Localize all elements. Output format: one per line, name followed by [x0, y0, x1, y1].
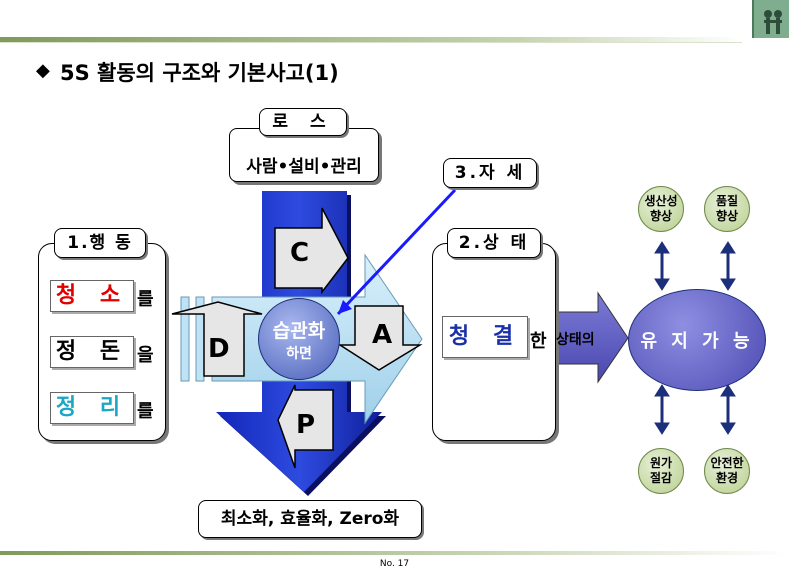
cycle-p-label: P — [296, 410, 316, 440]
result-productivity: 생산성 향상 — [638, 186, 684, 232]
habit-circle: 습관화 하면 — [258, 298, 340, 380]
c-arrow — [274, 207, 349, 295]
header-bar — [0, 37, 742, 42]
d-arrow — [171, 301, 263, 377]
loss-box: 사람•설비•관리 — [229, 128, 379, 182]
loss-label: 로 스 — [259, 108, 347, 136]
attitude-label: 3.자 세 — [443, 158, 537, 188]
page-title: 5S 활동의 구조와 기본사고(1) — [60, 61, 339, 85]
p-arrow — [277, 384, 334, 469]
action-item-clean-suffix: 를 — [137, 289, 154, 310]
result-safety-text: 안전한 환경 — [710, 456, 744, 485]
cycle-c-label: C — [290, 238, 310, 268]
maintain-ellipse: 유 지 가 능 — [628, 289, 766, 391]
a-arrow — [337, 305, 423, 371]
habit-line1: 습관화 — [272, 319, 326, 342]
action-item-sort: 정 리 — [50, 392, 134, 424]
page-number: No. 17 — [379, 559, 410, 569]
state-word: 청 결 — [442, 316, 528, 358]
loss-sub: 사람•설비•관리 — [246, 157, 362, 177]
result-arrows — [654, 241, 736, 435]
result-quality-text: 품질 향상 — [715, 194, 739, 223]
footer-bar — [0, 551, 789, 555]
action-item-arrange: 정 돈 — [50, 336, 134, 368]
cycle-d-label: D — [208, 334, 230, 364]
result-quality: 품질 향상 — [704, 186, 750, 232]
state-suffix: 한 — [530, 331, 547, 352]
logo-icon — [752, 0, 789, 38]
cycle-a-label: A — [372, 320, 393, 350]
action-item-arrange-suffix: 을 — [137, 345, 154, 366]
result-cost-text: 원가 절감 — [649, 456, 673, 485]
action-item-sort-suffix: 를 — [137, 401, 154, 422]
action-label: 1.행 동 — [54, 228, 146, 258]
attitude-connector-line — [336, 188, 457, 316]
action-item-clean: 청 소 — [50, 280, 134, 312]
goal-box: 최소화, 효율화, Zero화 — [198, 500, 422, 538]
result-safety: 안전한 환경 — [704, 448, 750, 494]
habit-line2: 하면 — [286, 345, 312, 362]
state-arrow-shape — [554, 291, 629, 384]
header-line — [0, 42, 742, 43]
state-arrow-label: 상태의 — [556, 332, 595, 348]
state-label: 2.상 태 — [447, 228, 541, 258]
result-productivity-text: 생산성 향상 — [644, 194, 678, 223]
result-cost: 원가 절감 — [638, 448, 684, 494]
title-bullet-icon: ◆ — [36, 60, 50, 81]
